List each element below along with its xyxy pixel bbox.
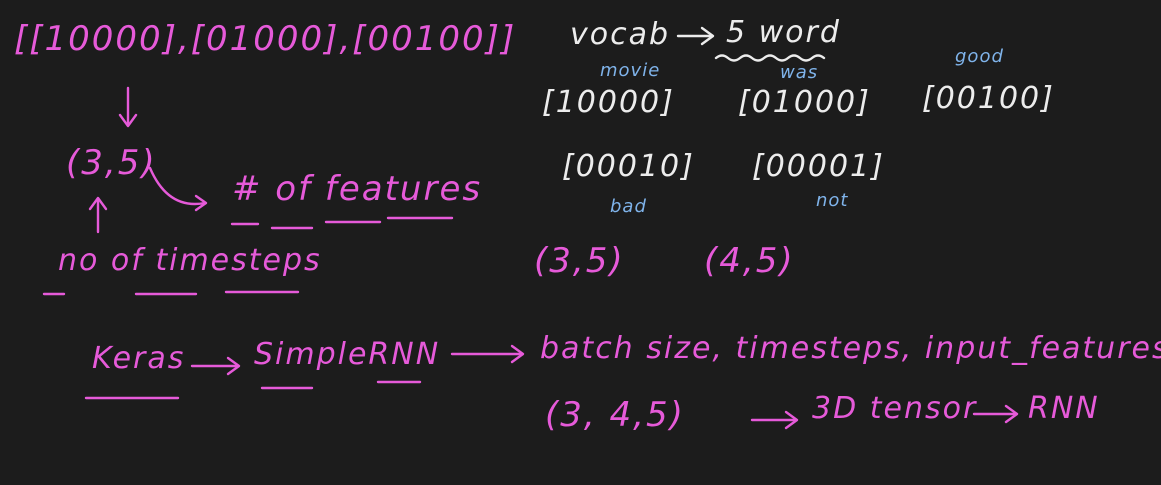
tensor-label: 3D tensor xyxy=(812,391,978,426)
vector-not: [00001] xyxy=(752,149,885,184)
word-label-not: not xyxy=(816,190,849,211)
shape-to-tensor-arrow-icon xyxy=(750,410,799,430)
encoded-sentence: [[10000],[01000],[00100]] xyxy=(14,19,517,59)
rnn-target: RNN xyxy=(1028,391,1100,426)
vector-movie: [10000] xyxy=(542,85,675,120)
word-label-bad: bad xyxy=(610,196,647,217)
vocab-size: 5 word xyxy=(726,15,841,50)
shape-sentence-2: (4,5) xyxy=(704,241,795,281)
features-label: # of features xyxy=(232,169,483,209)
down-arrow-icon xyxy=(118,86,138,128)
vocab-arrow-icon xyxy=(676,26,715,46)
vocab-underline-icon xyxy=(714,54,826,62)
curve-arrow-features-icon xyxy=(148,166,208,212)
word-label-was: was xyxy=(780,62,819,83)
up-arrow-timesteps-icon xyxy=(88,196,108,234)
tensor-to-rnn-arrow-icon xyxy=(972,404,1019,424)
vector-good: [00100] xyxy=(922,81,1055,116)
shape-sentence-1: (3,5) xyxy=(534,241,625,281)
rnn-input-params: batch size, timesteps, input_features xyxy=(540,331,1161,366)
keras-label: Keras xyxy=(92,341,186,376)
timesteps-label: no of timesteps xyxy=(58,243,322,278)
simplernn-label: SimpleRNN xyxy=(254,337,441,372)
vocab-label: vocab xyxy=(570,17,671,52)
word-label-good: good xyxy=(955,46,1004,67)
simplernn-arrow-icon xyxy=(450,344,525,364)
example-input-shape: (3, 4,5) xyxy=(545,395,685,435)
keras-arrow-icon xyxy=(190,356,241,376)
word-label-movie: movie xyxy=(600,60,661,81)
vector-bad: [00010] xyxy=(562,149,695,184)
vector-was: [01000] xyxy=(738,85,871,120)
left-shape: (3,5) xyxy=(66,143,157,183)
